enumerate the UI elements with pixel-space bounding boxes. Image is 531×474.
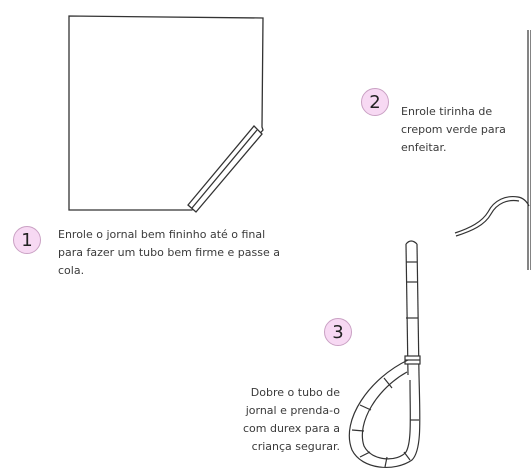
step-1-number-badge: 1 (13, 226, 41, 254)
step-2-instruction: Enrole tirinha de crepom verde para enfe… (401, 105, 506, 154)
step-1-number: 1 (21, 229, 33, 251)
step-2-number-badge: 2 (361, 88, 389, 116)
step-1-instruction: Enrole o jornal bem fininho até o final … (58, 228, 280, 277)
step-2-number: 2 (369, 91, 381, 113)
step-3-instruction: Dobre o tubo de jornal e prenda-o com du… (242, 386, 340, 453)
step-3-number-badge: 3 (324, 318, 352, 346)
step-3-number: 3 (332, 321, 344, 343)
